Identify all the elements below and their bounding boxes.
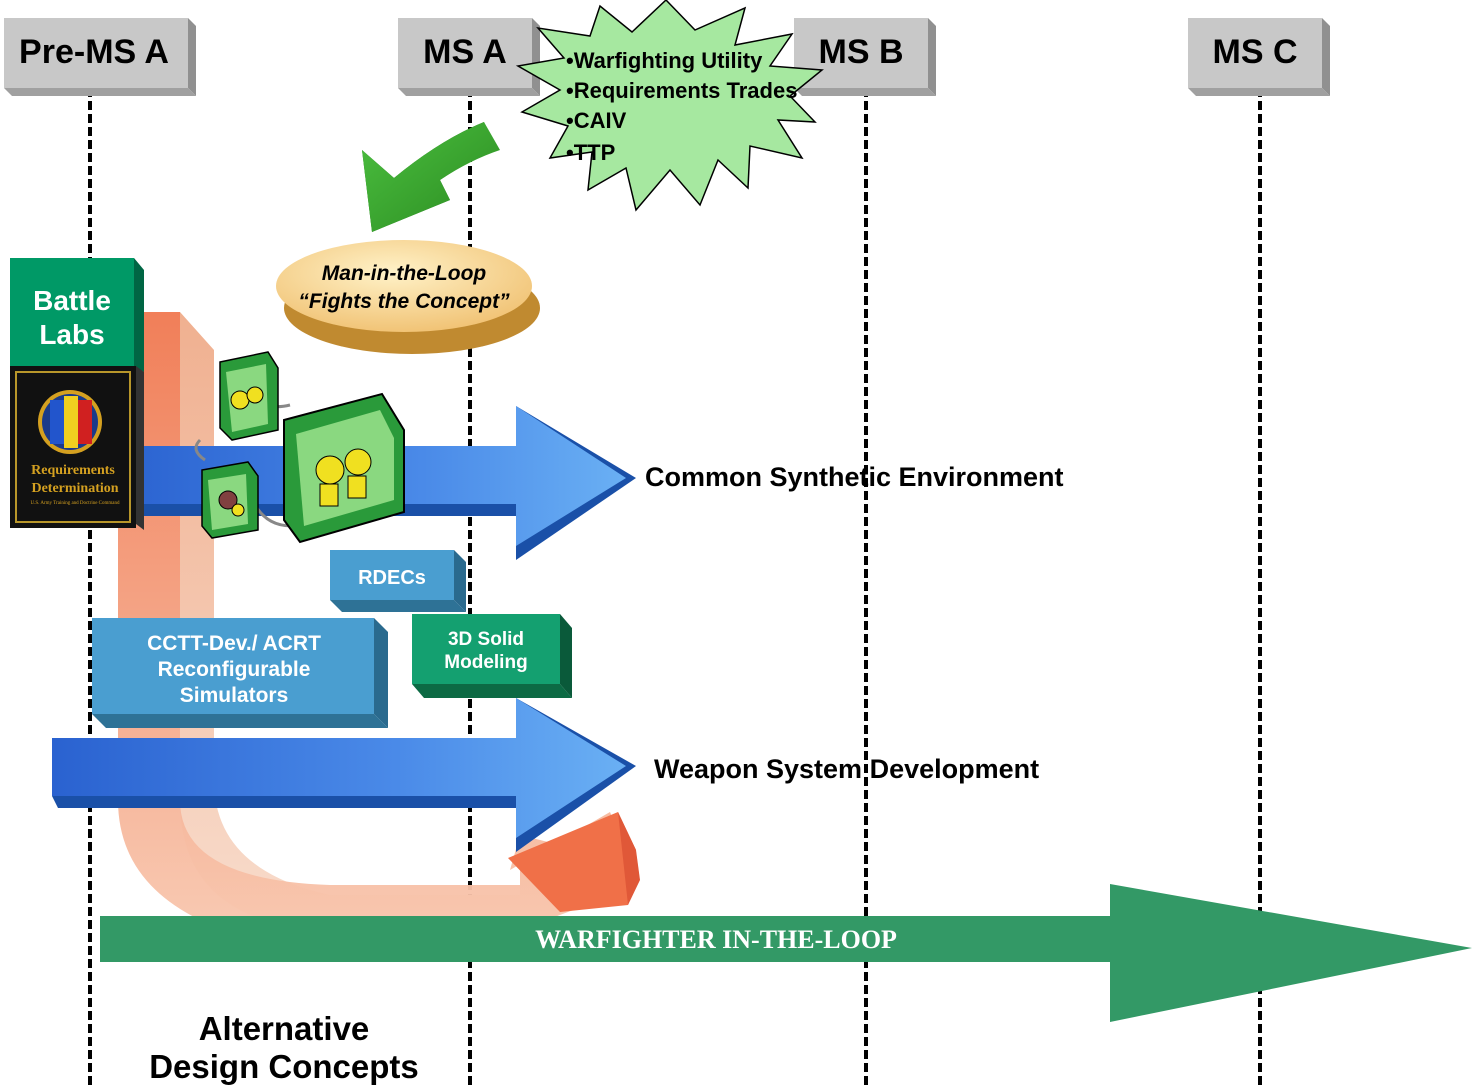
starburst-line3: •CAIV xyxy=(566,108,627,133)
cctt-line1: CCTT-Dev./ ACRT xyxy=(147,632,321,655)
milestone-label: MS C xyxy=(1213,33,1298,71)
orange-loop-arrow xyxy=(118,312,640,941)
book-subtitle: U.S. Army Training and Doctrine Command xyxy=(30,501,120,506)
alt-design-line2: Design Concepts xyxy=(149,1048,419,1085)
milestone-label: MS B xyxy=(819,33,904,71)
tradoc-seal-icon xyxy=(38,390,102,454)
milestone-label: MS A xyxy=(423,33,507,71)
ellipse-line2: “Fights the Concept” xyxy=(298,290,510,313)
man-in-the-loop-ellipse: Man-in-the-Loop “Fights the Concept” xyxy=(276,240,540,354)
wil-label: WARFIGHTER IN-THE-LOOP xyxy=(535,925,897,954)
ellipse-line1: Man-in-the-Loop xyxy=(322,262,487,285)
milestone-label: Pre-MS A xyxy=(19,33,169,71)
cctt-line3: Simulators xyxy=(180,684,289,707)
battle-labs-line1: Battle xyxy=(33,285,111,316)
milestone-box-ms-a: MS A xyxy=(398,18,540,96)
cctt-line2: Reconfigurable xyxy=(158,658,311,681)
book-title-line2: Determination xyxy=(31,481,118,496)
solid-modeling-line1: 3D Solid xyxy=(448,629,524,650)
milestone-box-ms-b: MS B xyxy=(794,18,936,96)
solid-modeling-line2: Modeling xyxy=(444,652,527,673)
requirements-determination-book: Requirements Determination U.S. Army Tra… xyxy=(10,366,144,530)
starburst-line4: •TTP xyxy=(566,140,615,165)
curved-green-arrow-icon xyxy=(362,122,500,232)
cse-label: Common Synthetic Environment xyxy=(645,462,1064,492)
solid-modeling-box: 3D Solid Modeling xyxy=(412,614,572,698)
rdecs-box: RDECs xyxy=(330,550,466,612)
weapon-system-development-arrow xyxy=(52,698,636,852)
warfighter-in-the-loop-arrow: WARFIGHTER IN-THE-LOOP xyxy=(100,884,1472,1022)
starburst-line2: •Requirements Trades xyxy=(566,78,797,103)
simulator-pod-icon xyxy=(194,351,405,544)
book-title-line1: Requirements xyxy=(31,463,115,478)
milestone-box-ms-c: MS C xyxy=(1188,18,1330,96)
milestone-box-pre-ms-a: Pre-MS A xyxy=(4,18,196,96)
starburst-line1: •Warfighting Utility xyxy=(566,48,763,73)
rdecs-label: RDECs xyxy=(358,567,426,589)
cctt-box: CCTT-Dev./ ACRT Reconfigurable Simulator… xyxy=(92,618,388,728)
battle-labs-line2: Labs xyxy=(39,319,104,350)
alt-design-line1: Alternative xyxy=(199,1010,370,1047)
starburst-callout: •Warfighting Utility •Requirements Trade… xyxy=(515,0,824,212)
wsd-label: Weapon System Development xyxy=(654,754,1039,784)
battle-labs-box: Battle Labs xyxy=(10,258,144,372)
